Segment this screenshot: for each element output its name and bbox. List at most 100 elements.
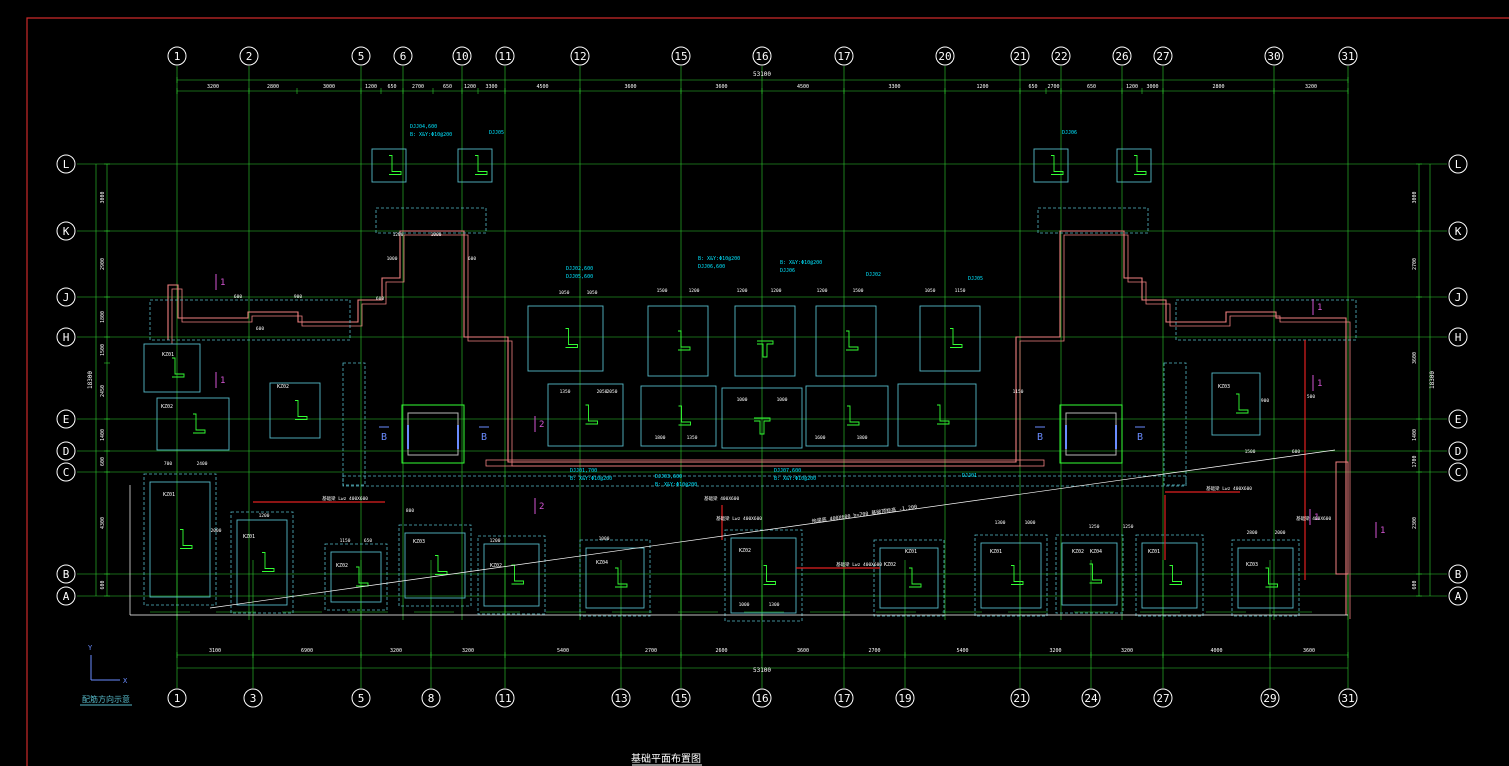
pile-cap-label-4: KZ01 <box>243 534 255 540</box>
axis-bubble-top-0-label: 1 <box>174 50 181 63</box>
dim-top-text-6: 650 <box>443 84 452 90</box>
axis-bubble-bottom-11-label: 24 <box>1084 692 1098 705</box>
local-dim-8: 1050 <box>559 290 570 296</box>
dim-top-text-17: 650 <box>1087 84 1096 90</box>
local-dim-37: 1300 <box>769 602 780 608</box>
axis-bubble-bottom-14-label: 31 <box>1341 692 1354 705</box>
footing-pad-6-outline <box>371 148 407 183</box>
axis-bubble-right-3: H <box>1448 327 1468 347</box>
pile-cap-7 <box>879 547 939 609</box>
axis-bubble-right-2: J <box>1448 287 1468 307</box>
dim-left-text-4: 2450 <box>100 385 106 397</box>
footing-upper-3 <box>815 305 877 377</box>
pile-cap-label-17: KZ01 <box>905 549 917 555</box>
footing-lower-2 <box>721 387 803 449</box>
pile-cap-9-column <box>1089 563 1102 584</box>
axis-bubble-bottom-4: 11 <box>495 688 515 708</box>
callout-13: B: X&Y:Φ10@200 <box>570 476 612 482</box>
local-dim-27: 1800 <box>857 435 868 441</box>
axis-bubble-top-4: 10 <box>452 46 472 66</box>
pile-cap-dashed-6 <box>724 529 803 622</box>
pile-cap-3-outline <box>404 532 466 599</box>
section-mark-0: 1 <box>220 278 225 288</box>
footing-pad-10 <box>457 148 493 183</box>
footing-upper-0-outline <box>527 305 604 372</box>
pile-cap-11-column <box>1265 567 1278 588</box>
axis-bubble-right-6-circle <box>1448 462 1468 482</box>
dim-right-text-0: 3000 <box>1412 191 1418 203</box>
pile-cap-label-11: KZ01 <box>990 549 1002 555</box>
footing-lower-1 <box>640 385 717 447</box>
axis-bubble-top-2-label: 5 <box>358 50 365 63</box>
axis-bubble-top-3: 6 <box>393 46 413 66</box>
axis-bubble-right-3-circle <box>1448 327 1468 347</box>
axis-bubble-right-1-label: K <box>1455 225 1462 238</box>
pile-cap-label-2: KZ01 <box>163 492 175 498</box>
footing-right-e <box>1211 372 1261 436</box>
wall-outline-outer <box>167 230 1347 615</box>
callout-0: DJJ04,600 <box>410 124 437 130</box>
callout-7: B: X&Y:Φ10@200 <box>780 260 822 266</box>
pile-cap-0-column <box>180 529 193 549</box>
section-b-3: B <box>1137 432 1143 443</box>
dim-bottom-text-13: 3600 <box>1303 648 1315 654</box>
footing-lower-2-column <box>754 417 771 435</box>
axis-bubble-top-7-circle <box>671 46 691 66</box>
axis-bubble-left-6: C <box>56 462 76 482</box>
axis-bubble-top-5-label: 11 <box>498 50 511 63</box>
pile-cap-6 <box>730 537 797 614</box>
section-mark-1: 1 <box>220 376 225 386</box>
axis-bubble-top-10: 20 <box>935 46 955 66</box>
local-dim-1: 900 <box>294 294 302 300</box>
axis-bubble-top-4-label: 10 <box>455 50 468 63</box>
total-dim-left: 18300 <box>87 371 94 389</box>
axis-bubble-bottom-13-label: 29 <box>1263 692 1276 705</box>
pile-cap-label-7: KZ02 <box>490 563 502 569</box>
dim-top-text-4: 650 <box>387 84 396 90</box>
axis-bubble-bottom-6: 15 <box>671 688 691 708</box>
axis-bubble-top-6-label: 12 <box>573 50 586 63</box>
axis-bubble-bottom-5: 13 <box>611 688 631 708</box>
axis-bubble-right-4-label: E <box>1455 413 1462 426</box>
axis-bubble-bottom-5-circle <box>611 688 631 708</box>
local-dim-9: 1050 <box>587 290 598 296</box>
dim-bottom-text-12: 4000 <box>1210 648 1222 654</box>
callout-5: B: X&Y:Φ10@200 <box>698 256 740 262</box>
dim-right-text-6: 600 <box>1412 580 1418 589</box>
footing-pad-22 <box>1033 148 1069 183</box>
pile-cap-7-column <box>909 567 922 588</box>
axis-bubble-left-7: B <box>56 564 76 584</box>
footing-pad-26 <box>1116 148 1152 183</box>
dim-left-text-5: 1400 <box>100 429 106 441</box>
callout-14: DJJ03,600 <box>655 474 682 480</box>
pile-cap-8-outline <box>980 542 1042 609</box>
pile-cap-7-outline <box>879 547 939 609</box>
axis-bubble-bottom-14: 31 <box>1338 688 1358 708</box>
pile-cap-label-8: KZ04 <box>596 560 608 566</box>
dim-left-text-0: 3000 <box>100 191 106 203</box>
local-dim-25: 1350 <box>687 435 698 441</box>
dim-top-text-12: 4500 <box>797 84 809 90</box>
axis-bubble-left-1-label: K <box>63 225 70 238</box>
axis-bubble-top-9: 17 <box>834 46 854 66</box>
local-dim-2: 600 <box>256 326 264 332</box>
dim-top-text-14: 1200 <box>976 84 988 90</box>
dim-top-text-1: 2800 <box>267 84 279 90</box>
dim-bottom-text-8: 2700 <box>868 648 880 654</box>
axis-bubble-bottom-2: 5 <box>351 688 371 708</box>
axis-bubble-right-2-label: J <box>1455 291 1462 304</box>
total-dim-top: 53100 <box>753 71 771 78</box>
local-dim-44: 2000 <box>211 528 222 534</box>
footing-pad-10-outline <box>457 148 493 183</box>
footing-pad-26-outline <box>1116 148 1152 183</box>
dim-top-text-15: 650 <box>1028 84 1037 90</box>
dim-top-text-8: 3300 <box>485 84 497 90</box>
axis-bubble-left-3-circle <box>56 327 76 347</box>
pile-cap-5 <box>585 547 645 609</box>
footing-lower-1-outline <box>640 385 717 447</box>
pile-cap-label-3: KZ02 <box>277 384 289 390</box>
footing-left-e2 <box>269 382 321 439</box>
dim-bottom-text-9: 5400 <box>956 648 968 654</box>
